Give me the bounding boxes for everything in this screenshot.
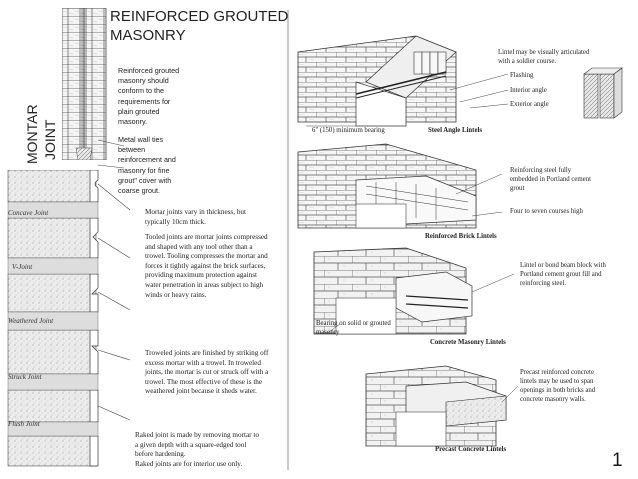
bearing-label-line: Bearing on solid or grouted: [316, 320, 391, 327]
tooled-note-line: water penetration in areas subject to hi…: [145, 280, 264, 289]
joint-type-label: Weathered Joint: [8, 317, 54, 325]
bond-beam-label-line: Lintel or bond beam block with: [520, 262, 606, 269]
reinforcing-label-line: Reinforcing steel fully: [510, 167, 572, 174]
tooled-note-line: forces it tightly against the brick surf…: [145, 261, 266, 270]
soldier-course-label: Lintel may be visually articulated with …: [498, 48, 636, 66]
grouted-note-line: masonry should: [118, 76, 169, 86]
reinforced-brick-lintels-title: Reinforced Brick Lintels: [425, 233, 497, 240]
reinforcing-label-line: embedded in Portland cement: [510, 176, 591, 183]
raked-note-line: before hardening.: [135, 450, 186, 459]
precast-note-line: openings in both bricks and: [520, 387, 596, 394]
bond-beam-label-line: Portland cement grout fill and: [520, 271, 602, 278]
raked-joint-note: Raked joint is made by removing mortar t…: [135, 431, 285, 469]
grouted-note-line: Reinforced grouted: [118, 66, 180, 75]
concrete-masonry-lintels-title: Concrete Masonry Lintels: [430, 339, 506, 346]
troweled-note-line: joints, the mortar is cut or struck off …: [145, 368, 269, 377]
joint-type-label: Flush Joint: [8, 420, 40, 428]
steel-angle-lintel-illustration: [297, 35, 457, 127]
ties-note-line: masonry for fine: [118, 165, 170, 175]
page-number: 1: [612, 450, 623, 471]
precast-note-line: Precast reinforced concrete: [520, 369, 594, 376]
reinforcing-label-line: grout: [510, 185, 525, 192]
troweled-note-line: excess mortar with a trowel. In troweled: [145, 358, 261, 367]
exterior-angle-label: Exterior angle: [510, 101, 549, 108]
troweled-note-line: trowel. The most effective of these is t…: [145, 377, 263, 386]
soldier-label-line: with a soldier course.: [498, 58, 557, 65]
mortar-note-line: typically 10cm thick.: [145, 217, 206, 226]
courses-high-label: Four to seven courses high: [510, 208, 583, 215]
lintel-leaders: [449, 73, 509, 109]
troweled-joints-note: Troweled joints are finished by striking…: [145, 349, 290, 397]
joint-type-label: Concave Joint: [8, 209, 49, 217]
wall-ties-note: Metal wall ties between reinforcement an…: [118, 135, 218, 196]
precast-note-line: lintels may be used to span: [520, 378, 594, 385]
troweled-note-line: weathered joint because it sheds water.: [145, 387, 257, 396]
grouted-note-line: plain grouted: [118, 106, 160, 116]
reinforcing-steel-label: Reinforcing steel fully embedded in Port…: [510, 166, 635, 193]
tooled-note-line: providing maximum protection against: [145, 271, 257, 280]
steel-angle-lintels-title: Steel Angle Lintels: [428, 127, 482, 134]
mortar-thickness-note: Mortar joints vary in thickness, but typ…: [145, 208, 290, 227]
flashing-label: Flashing: [510, 72, 534, 79]
title-line-2: MASONRY: [110, 27, 186, 44]
ties-note-line: reinforcement and: [118, 155, 176, 165]
precast-concrete-lintel-illustration: [365, 365, 519, 447]
raked-note-line: Raked joint is made by removing mortar t…: [135, 431, 259, 439]
precast-concrete-lintels-title: Precast Concrete Lintels: [435, 446, 507, 453]
bearing-label-line: masonry: [316, 329, 340, 336]
tooled-joints-note: Tooled joints are mortar joints compress…: [145, 233, 290, 300]
bond-beam-label: Lintel or bond beam block with Portland …: [520, 261, 638, 288]
precast-note: Precast reinforced concrete lintels may …: [520, 368, 638, 404]
ties-note-line: grout" cover with: [118, 175, 172, 185]
joint-type-label: V-Joint: [12, 263, 33, 271]
minimum-bearing-label: 6" (150) minimum bearing: [312, 127, 385, 134]
reinforced-brick-lintel-illustration: [297, 143, 503, 229]
ties-note-line: Metal wall ties: [118, 135, 164, 144]
precast-note-line: concrete masonry walls.: [520, 396, 586, 403]
tooled-note-line: and shaped with any tool other than a: [145, 242, 253, 251]
grouted-wall-section-illustration: [62, 8, 107, 160]
troweled-note-line: Troweled joints are finished by striking…: [145, 349, 269, 357]
grouted-note-line: requirements for: [118, 96, 171, 106]
lintel-detail-illustration: [583, 67, 623, 119]
title-line-1: REINFORCED GROUTED: [110, 8, 289, 25]
mortar-note-line: Mortar joints vary in thickness, but: [145, 208, 247, 216]
raked-note-line: Raked joints are for interior use only.: [135, 459, 243, 468]
tooled-note-line: winds or heavy rains.: [145, 290, 207, 299]
soldier-label-line: Lintel may be visually articulated: [498, 49, 590, 56]
bearing-solid-label: Bearing on solid or grouted masonry: [316, 319, 426, 337]
raked-note-line: a given depth with a square-edged tool: [135, 440, 247, 449]
bond-beam-label-line: reinforcing steel.: [520, 280, 567, 287]
grouted-masonry-note: Reinforced grouted masonry should confor…: [118, 66, 218, 127]
interior-angle-label: Interior angle: [510, 87, 547, 94]
mortar-joints-illustration: [7, 170, 131, 467]
tooled-note-line: Tooled joints are mortar joints compress…: [145, 233, 268, 241]
page-title: REINFORCED GROUTED MASONRY: [110, 7, 288, 45]
tooled-note-line: trowel. Tooling compresses the mortar an…: [145, 252, 268, 261]
grouted-note-line: masonry.: [118, 117, 148, 127]
ties-note-line: coarse grout.: [118, 186, 160, 196]
concrete-masonry-lintel-illustration: [313, 247, 515, 335]
ties-note-line: between: [118, 145, 146, 155]
grouted-note-line: conform to the: [118, 86, 164, 96]
joint-type-label: Struck Joint: [8, 373, 42, 381]
